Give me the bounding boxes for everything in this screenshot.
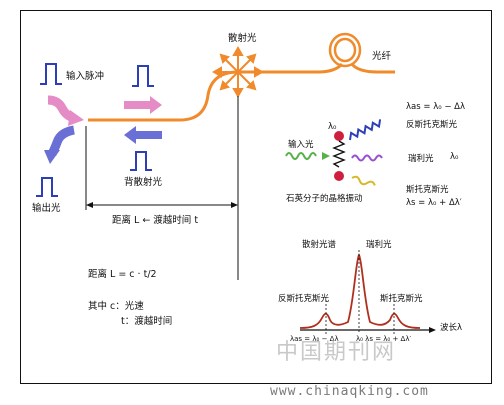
watermark: 中国期刊网 — [276, 340, 397, 365]
back-arrow-head — [124, 126, 136, 144]
site-url: www.chinaqking.com — [270, 384, 429, 399]
eq-s-axis-label: λ₀ λs = λ₀ + Δλ′ — [356, 335, 412, 343]
fiber-coil — [328, 32, 362, 68]
lattice-label: 石英分子的晶格振动 — [286, 194, 363, 204]
lambda0-right-label: λ₀ — [450, 152, 459, 162]
output-pulse-shape — [36, 177, 58, 197]
backscatter-label: 背散射光 — [124, 177, 163, 188]
spectrum-label: 散射光谱 — [302, 240, 337, 250]
molecule-spring — [332, 140, 346, 168]
input-pulse-label: 输入脉冲 — [66, 71, 105, 82]
anti-stokes-label: 反斯托克斯光 — [406, 120, 458, 130]
input-pulse-shape — [40, 63, 62, 85]
forward-arrow — [124, 101, 150, 109]
where-label: 其中 c：光速 — [88, 301, 144, 312]
scatter-star — [211, 45, 265, 99]
t-definition-label: t：渡越时间 — [121, 316, 173, 327]
anti-stokes-spectrum-label: 反斯托克斯光 — [278, 294, 330, 304]
distance-time-label: 距离 L ← 渡越时间 t — [112, 215, 199, 226]
input-arrow-head — [68, 110, 84, 126]
stokes-wave — [351, 175, 376, 186]
input-light-wave — [285, 152, 317, 160]
stokes-spectrum-label: 斯托克斯光 — [380, 294, 423, 304]
eq-stokes: λs = λ₀ + Δλ′ — [406, 198, 462, 208]
fiber-label: 光纤 — [372, 51, 392, 62]
rayleigh-wave — [351, 154, 383, 162]
eq-anti-stokes: λas = λ₀ − Δλ — [406, 102, 466, 112]
back-arrow — [136, 131, 162, 139]
rayleigh-label: 瑞利光 — [408, 154, 434, 164]
lambda0-label: λ₀ — [328, 122, 337, 132]
forward-pulse-shape — [132, 65, 154, 87]
formula-label: 距离 L = c · t/2 — [88, 269, 157, 280]
eq-as-axis-label: λas = λ₀ − Δλ — [290, 335, 339, 343]
rayleigh-spectrum-label: 瑞利光 — [366, 240, 392, 250]
input-light-label: 输入光 — [288, 140, 314, 150]
wavelength-label: 波长λ — [440, 323, 463, 333]
anti-stokes-wave — [349, 119, 382, 141]
output-light-label: 输出光 — [32, 203, 61, 214]
scattered-light-label: 散射光 — [228, 33, 257, 44]
fiber-coil-inner — [333, 37, 357, 63]
fiber-line — [88, 62, 344, 122]
stokes-label: 斯托克斯光 — [406, 185, 449, 195]
output-arrow-head — [44, 150, 60, 164]
molecule-bottom — [334, 171, 344, 181]
molecule-top — [334, 131, 344, 141]
backscatter-pulse-shape — [130, 151, 152, 171]
fiber-tail — [350, 63, 395, 74]
forward-arrow-head — [150, 96, 162, 114]
